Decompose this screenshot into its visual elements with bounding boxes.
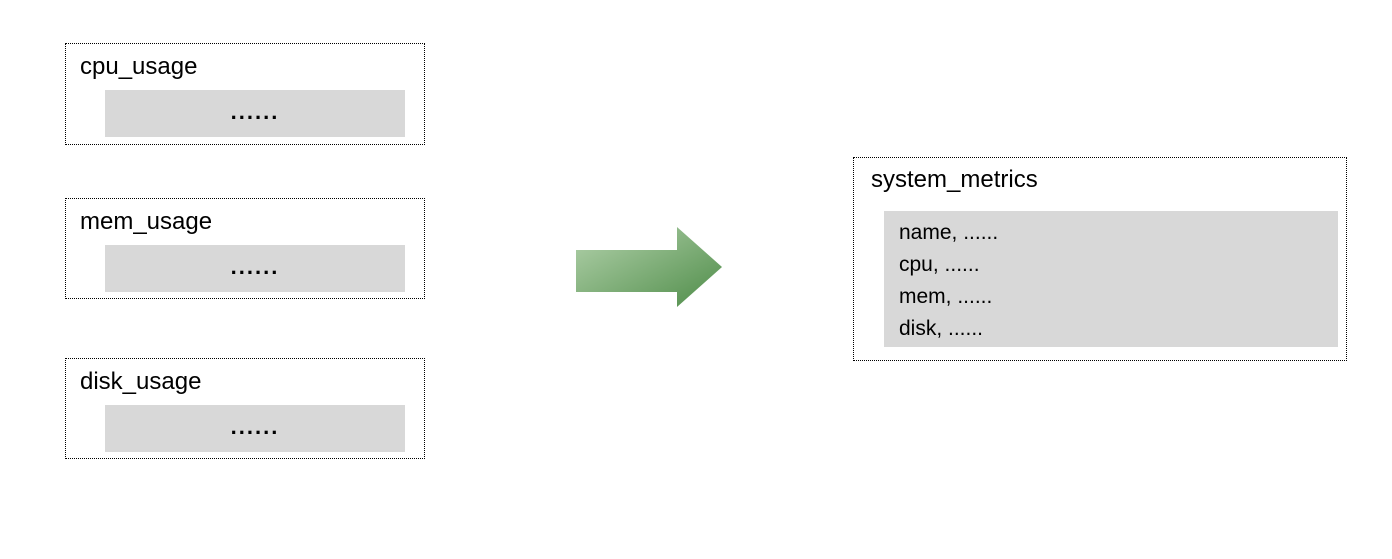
- source-box-cpu-usage: cpu_usage ......: [65, 43, 425, 145]
- fields-panel: name, ...... cpu, ...... mem, ...... dis…: [884, 211, 1338, 347]
- source-ellipsis-bar: ......: [105, 405, 405, 452]
- field-line-mem: mem, ......: [899, 285, 993, 308]
- source-box-title: disk_usage: [80, 368, 202, 395]
- target-box-title: system_metrics: [871, 166, 1038, 193]
- source-box-title: mem_usage: [80, 208, 213, 235]
- target-box-system-metrics: system_metrics name, ...... cpu, ...... …: [853, 157, 1347, 361]
- field-line-disk: disk, ......: [899, 317, 984, 340]
- source-ellipsis-bar: ......: [105, 245, 405, 292]
- field-line-name: name, ......: [899, 221, 999, 244]
- source-box-title: cpu_usage: [80, 53, 198, 80]
- right-arrow-icon: [576, 227, 722, 307]
- ellipsis-text: ......: [230, 253, 280, 279]
- ellipsis-text: ......: [230, 413, 280, 439]
- source-box-mem-usage: mem_usage ......: [65, 198, 425, 299]
- source-box-disk-usage: disk_usage ......: [65, 358, 425, 459]
- merge-arrow-icon: [576, 227, 722, 307]
- source-ellipsis-bar: ......: [105, 90, 405, 137]
- field-line-cpu: cpu, ......: [899, 253, 980, 276]
- ellipsis-text: ......: [230, 98, 280, 124]
